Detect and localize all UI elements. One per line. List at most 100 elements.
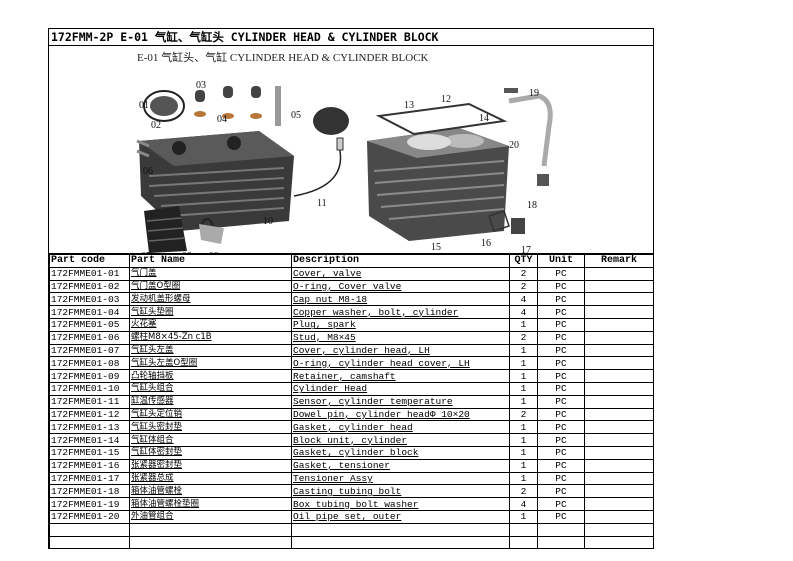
- callout-17: 17: [521, 245, 531, 253]
- cell-qty: 2: [509, 279, 538, 294]
- callout-10: 10: [263, 216, 273, 227]
- parts-sheet: 172FMM-2P E-01 气缸、气缸头 CYLINDER HEAD & CY…: [48, 28, 654, 550]
- callout-11: 11: [317, 198, 327, 209]
- cell-qty: 1: [509, 433, 538, 447]
- cell-qty: 2: [509, 266, 538, 281]
- header-part-code: Part code: [49, 254, 130, 268]
- cell-name: 发动机盖形螺母: [129, 292, 292, 307]
- cell-remark: [584, 356, 654, 371]
- cell-remark: [584, 471, 654, 486]
- cell-desc: Gasket, cylinder head: [291, 420, 510, 435]
- figure-title: E-01 气缸头、气缸 CYLINDER HEAD & CYLINDER BLO…: [137, 52, 429, 64]
- callout-09: 09: [209, 251, 219, 253]
- cell-desc: Stud, M8×45: [291, 330, 510, 345]
- callout-08: 08: [182, 251, 192, 253]
- callout-labels: 01 02 03 04 05 06 07 08 09 10 11 12 13 1…: [139, 80, 539, 253]
- exploded-diagram: E-01 气缸头、气缸 CYLINDER HEAD & CYLINDER BLO…: [49, 46, 653, 254]
- cell-desc: Plug, spark: [291, 317, 510, 332]
- cell-remark: [584, 497, 654, 511]
- cell-remark: [584, 433, 654, 447]
- cell-remark: [584, 369, 654, 383]
- cell-qty: 4: [509, 305, 538, 319]
- cell-qty: 4: [509, 497, 538, 511]
- cell-qty: 1: [509, 343, 538, 358]
- cell-qty: 4: [509, 292, 538, 307]
- cell-desc: Box tubing bolt washer: [291, 497, 510, 511]
- cell-code: 172FMME01-10: [49, 381, 130, 396]
- cell-qty: 2: [509, 484, 538, 499]
- header-part-name: Part Name: [129, 254, 292, 268]
- cell-remark: [584, 317, 654, 332]
- callout-15: 15: [431, 242, 441, 253]
- cell-desc: Gasket, tensioner: [291, 458, 510, 473]
- cell-desc: O-ring, Cover valve: [291, 279, 510, 294]
- cell-desc: Oil pipe set, outer: [291, 509, 510, 524]
- header-qty: QTY: [509, 254, 538, 268]
- cell-name: 气缸头定位销: [129, 407, 292, 422]
- cell-remark: [584, 407, 654, 422]
- empty-row: [49, 535, 654, 550]
- cell-desc: Cover, cylinder head, LH: [291, 343, 510, 358]
- callout-06: 06: [143, 166, 153, 177]
- cap-nuts-drawing: [194, 86, 262, 119]
- cell-qty: 2: [509, 407, 538, 422]
- cell-code: 172FMME01-19: [49, 497, 130, 511]
- cell-remark: [584, 445, 654, 460]
- cell-qty: 1: [509, 471, 538, 486]
- callout-07: 07: [141, 251, 151, 253]
- cell-remark: [584, 484, 654, 499]
- cell-desc: Dowel pin, cylinder headΦ 10×20: [291, 407, 510, 422]
- cell-code: 172FMME01-11: [49, 394, 130, 409]
- cell-unit: PC: [537, 484, 585, 499]
- cell-qty: 1: [509, 420, 538, 435]
- cell-code: 172FMME01-09: [49, 369, 130, 383]
- cell-name: 气缸头组合: [129, 381, 292, 396]
- cell-unit: PC: [537, 305, 585, 319]
- cell-qty: 1: [509, 356, 538, 371]
- cell-desc: Sensor, cylinder temperature: [291, 394, 510, 409]
- empty-cell: [291, 535, 510, 550]
- cell-remark: [584, 305, 654, 319]
- cylinder-head-drawing: [139, 131, 294, 231]
- table-header-row: Part code Part Name Description QTY Unit…: [49, 254, 654, 268]
- cell-desc: Cylinder Head: [291, 381, 510, 396]
- studs-drawing: [136, 139, 150, 158]
- cell-name: 火花塞: [129, 317, 292, 332]
- cell-name: 气缸体密封垫: [129, 445, 292, 460]
- cell-remark: [584, 458, 654, 473]
- cell-qty: 1: [509, 317, 538, 332]
- cell-name: 张紧器总成: [129, 471, 292, 486]
- callout-12: 12: [441, 94, 451, 105]
- cell-desc: Casting tubing bolt: [291, 484, 510, 499]
- callout-02: 02: [151, 120, 161, 131]
- cell-remark: [584, 509, 654, 524]
- side-cover-drawing: [144, 206, 224, 253]
- cell-unit: PC: [537, 407, 585, 422]
- valve-cover-drawing: [143, 90, 349, 135]
- cell-name: 箱体油管螺栓: [129, 484, 292, 499]
- cell-remark: [584, 420, 654, 435]
- cell-code: 172FMME01-15: [49, 445, 130, 460]
- cell-unit: PC: [537, 266, 585, 281]
- callout-20: 20: [509, 140, 519, 151]
- cell-unit: PC: [537, 420, 585, 435]
- cell-unit: PC: [537, 317, 585, 332]
- spark-plug-drawing: [275, 86, 281, 126]
- cell-qty: 1: [509, 509, 538, 524]
- callout-18: 18: [527, 200, 537, 211]
- cell-remark: [584, 266, 654, 281]
- cell-code: 172FMME01-04: [49, 305, 130, 319]
- header-remark: Remark: [584, 254, 654, 268]
- cell-desc: Tensioner Assy: [291, 471, 510, 486]
- cell-qty: 1: [509, 394, 538, 409]
- cell-name: 缸温传感器: [129, 394, 292, 409]
